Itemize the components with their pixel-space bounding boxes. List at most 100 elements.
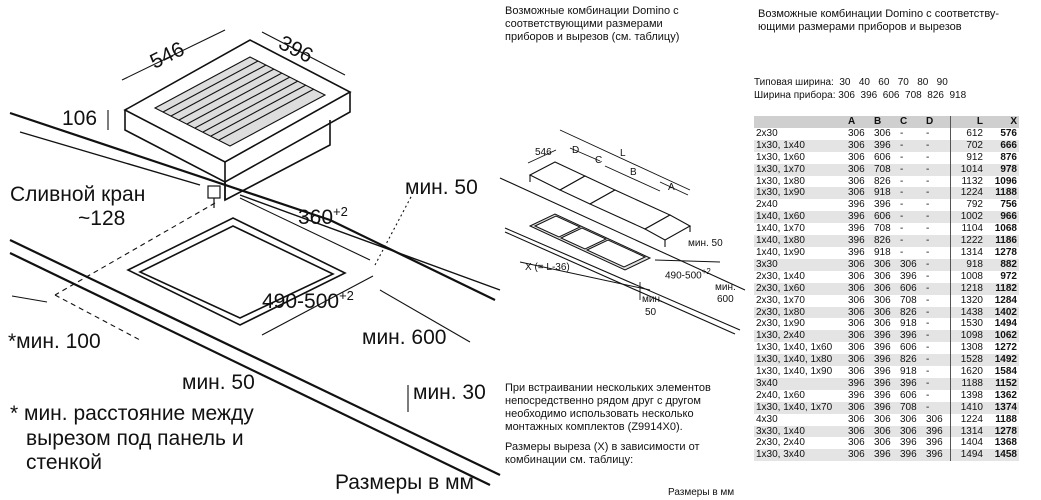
right-title-1: Возможные комбинации Domino с соответств… bbox=[758, 8, 1000, 20]
para2-line-1: Размеры выреза (X) в зависимости от bbox=[505, 441, 700, 453]
table-cell: 606 bbox=[900, 389, 917, 401]
table-cell: 606 bbox=[898, 282, 924, 295]
typical-width-row: Типовая ширина: 30 40 60 70 80 90 bbox=[754, 77, 948, 88]
table-cell: 3x30, 1x40 bbox=[754, 425, 846, 438]
table-cell: 1398 bbox=[950, 389, 985, 402]
combo-490: 490-500+2 bbox=[665, 267, 711, 282]
min30-label: мин. 30 bbox=[413, 381, 486, 404]
table-cell: 306 bbox=[848, 342, 865, 354]
table-cell: 396 bbox=[926, 437, 943, 449]
table-cell: 306 bbox=[900, 413, 917, 425]
table-cell: - bbox=[898, 187, 924, 200]
combo-lbl-d: D bbox=[572, 145, 580, 156]
table-cell: 918 bbox=[874, 246, 891, 258]
table-cell: 606 bbox=[874, 151, 891, 163]
combo-min50b-a: мин. bbox=[642, 294, 663, 305]
table-header-cell: A bbox=[846, 116, 872, 128]
table-cell: 2x30 bbox=[756, 127, 778, 139]
table-cell: 882 bbox=[985, 258, 1019, 271]
combo-d546: 546 bbox=[535, 147, 552, 158]
table-cell: - bbox=[926, 342, 930, 354]
table-cell: - bbox=[924, 163, 951, 176]
table-cell: 1402 bbox=[985, 306, 1019, 319]
table-cell: 396 bbox=[924, 425, 951, 438]
table-cell: 306 bbox=[846, 139, 872, 152]
table-cell: 396 bbox=[846, 211, 872, 224]
table-cell: 306 bbox=[846, 401, 872, 414]
table-cell: 1x40, 1x80 bbox=[754, 235, 846, 247]
combo-lbl-c: C bbox=[595, 155, 603, 166]
table-cell: - bbox=[900, 151, 904, 163]
table-cell: 306 bbox=[846, 330, 872, 343]
table-cell: - bbox=[926, 318, 930, 330]
table-cell: 756 bbox=[1000, 199, 1017, 211]
table-cell: 1132 bbox=[950, 175, 985, 188]
min600-label: мин. 600 bbox=[362, 326, 447, 349]
min50-bottom-label: мин. 50 bbox=[182, 371, 255, 394]
table-cell: - bbox=[926, 199, 930, 211]
note-line-2: вырезом под панель и bbox=[26, 427, 244, 450]
table-cell: 396 bbox=[900, 437, 917, 449]
para1-line-3: необходимо использовать несколько bbox=[505, 408, 694, 420]
middle-units: Размеры в мм bbox=[668, 487, 735, 498]
table-cell: 2x40 bbox=[756, 199, 778, 211]
table-cell: 306 bbox=[848, 175, 865, 187]
table-cell: 666 bbox=[985, 139, 1019, 152]
table-cell: - bbox=[924, 306, 951, 319]
table-cell: 1620 bbox=[950, 366, 985, 378]
table-cell: - bbox=[926, 294, 930, 306]
table-cell: - bbox=[926, 127, 930, 139]
min50-top-label: мин. 50 bbox=[405, 176, 478, 199]
table-cell: 1x30, 2x40 bbox=[754, 330, 846, 343]
table-cell: - bbox=[926, 270, 930, 282]
table-cell: - bbox=[898, 139, 924, 152]
table-cell: 1368 bbox=[994, 437, 1017, 449]
table-cell: 1x30, 1x40, 1x70 bbox=[754, 401, 846, 414]
table-cell: 1188 bbox=[985, 187, 1019, 200]
table-cell: 306 bbox=[846, 282, 872, 295]
table-cell: 918 bbox=[872, 187, 898, 200]
table-cell: 708 bbox=[874, 223, 891, 235]
dim-490: 490-500+2 bbox=[262, 288, 354, 313]
table-cell: 1152 bbox=[985, 377, 1019, 390]
table-cell: - bbox=[926, 366, 930, 378]
table-cell: 918 bbox=[900, 318, 917, 330]
table-cell: - bbox=[924, 282, 951, 295]
table-cell: 1068 bbox=[994, 223, 1017, 235]
table-cell: 978 bbox=[985, 163, 1019, 176]
table-cell: 1x30, 1x40, 1x80 bbox=[754, 354, 846, 367]
table-cell: - bbox=[900, 199, 904, 211]
table-cell: 826 bbox=[898, 306, 924, 319]
combo-min50b-b: 50 bbox=[645, 307, 657, 318]
table-cell: 576 bbox=[1000, 127, 1017, 139]
table-header-cell: L bbox=[950, 116, 985, 128]
table-cell: 826 bbox=[898, 354, 924, 367]
right-title-2: ющими размерами приборов и вырезов bbox=[758, 21, 962, 33]
table-cell: 1062 bbox=[985, 330, 1019, 343]
table-cell: 306 bbox=[872, 425, 898, 438]
table-cell: 306 bbox=[872, 282, 898, 295]
table-cell: 1008 bbox=[950, 270, 985, 283]
table-cell: 396 bbox=[872, 139, 898, 152]
table-cell: - bbox=[924, 211, 951, 224]
para1-line-2: непосредственно рядом друг с другом bbox=[505, 395, 701, 407]
table-cell: 1530 bbox=[950, 318, 985, 331]
table-header-cell bbox=[754, 116, 846, 128]
table-cell: 1098 bbox=[950, 330, 985, 343]
table-cell: 396 bbox=[872, 377, 898, 390]
table-cell: - bbox=[924, 139, 951, 152]
table-cell: 708 bbox=[900, 294, 917, 306]
table-cell: 1188 bbox=[995, 413, 1017, 425]
table-cell: 396 bbox=[872, 401, 898, 414]
table-cell: 306 bbox=[848, 437, 865, 449]
units-label: Размеры в мм bbox=[335, 471, 474, 494]
table-cell: 826 bbox=[874, 175, 891, 187]
table-cell: - bbox=[926, 151, 930, 163]
